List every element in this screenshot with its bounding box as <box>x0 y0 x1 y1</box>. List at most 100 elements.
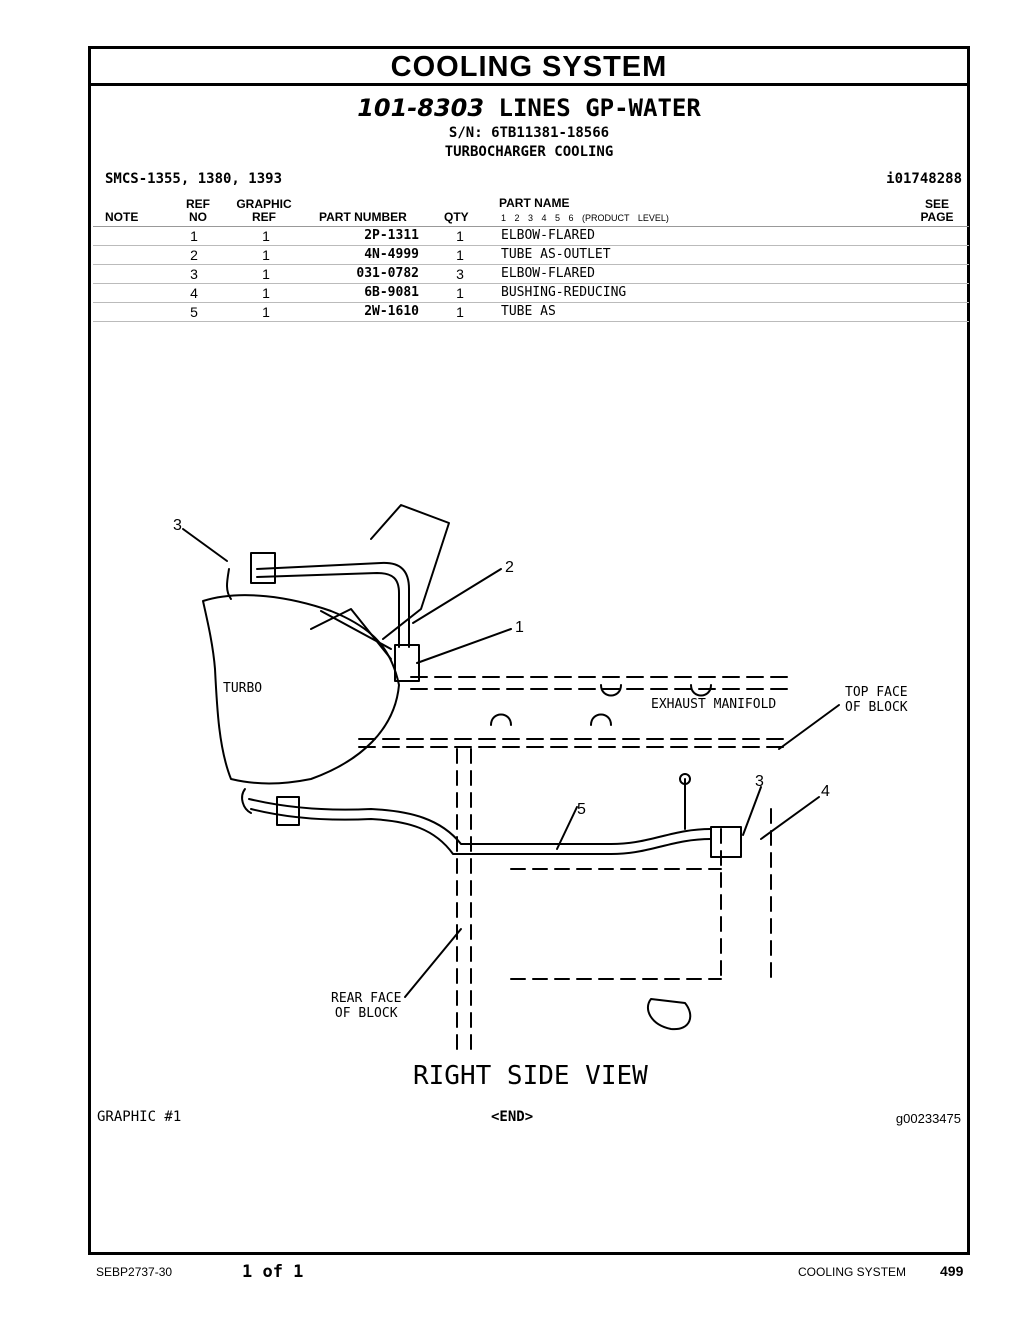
ref-no: 2 <box>190 247 198 263</box>
graphic-ref: 1 <box>262 304 270 320</box>
qty: 1 <box>456 304 464 320</box>
leader-4 <box>760 796 820 840</box>
table-row: 4 1 6B-9081 1 BUSHING-REDUCING <box>93 284 969 303</box>
manifold-bump <box>590 713 612 726</box>
col-product-levels: 1 2 3 4 5 6 (PRODUCT LEVEL) <box>501 213 669 223</box>
graphic-ref: 1 <box>262 285 270 301</box>
callout-3a: 3 <box>173 517 182 534</box>
smcs-codes: SMCS-1355, 1380, 1393 <box>105 171 283 187</box>
ref-no: 3 <box>190 266 198 282</box>
outlet-tube <box>256 561 410 648</box>
leader-2 <box>412 568 502 624</box>
col-graphic: GRAPHIC REF <box>231 198 297 224</box>
elbow-fitting <box>394 644 420 682</box>
label-top-face-line1: TOP FACE <box>845 685 908 700</box>
col-part-number: PART NUMBER <box>319 210 407 224</box>
ref-no: 5 <box>190 304 198 320</box>
col-part-name: PART NAME <box>499 196 570 210</box>
parts-table: 1 1 2P-1311 1 ELBOW-FLARED 2 1 4N-4999 1… <box>93 226 969 322</box>
parts-illustration <box>182 504 840 1050</box>
callout-1: 1 <box>515 619 524 636</box>
lower-tube <box>248 798 712 845</box>
callout-4: 4 <box>821 783 830 800</box>
part-number: 6B-9081 <box>364 285 419 300</box>
end-marker: <END> <box>491 1109 534 1125</box>
manifold-bump <box>690 684 712 697</box>
col-see-page: SEE PAGE <box>917 198 957 224</box>
page-number: 499 <box>940 1263 964 1279</box>
part-name: ELBOW-FLARED <box>501 266 595 281</box>
graphic-label: GRAPHIC #1 <box>97 1109 182 1125</box>
col-see-top: SEE <box>924 197 949 211</box>
page-count: 1 of 1 <box>242 1262 304 1282</box>
serial-number: S/N: 6TB11381-18566 <box>448 125 610 141</box>
lower-tube-inner <box>250 808 712 855</box>
part-number: 031-0782 <box>356 266 419 281</box>
table-row: 5 1 2W-1610 1 TUBE AS <box>93 303 969 322</box>
part-name: TUBE AS-OUTLET <box>501 247 611 262</box>
label-rear-face-line1: REAR FACE <box>331 991 402 1006</box>
graphic-id: g00233475 <box>895 1111 961 1126</box>
label-rear-face: REAR FACE OF BLOCK <box>331 991 401 1021</box>
block-boss <box>646 998 692 1031</box>
col-note: NOTE <box>105 210 139 224</box>
leader-rear-face <box>404 928 462 998</box>
ref-no: 1 <box>190 228 198 244</box>
doc-number: SEBP2737-30 <box>96 1265 173 1279</box>
subtitle: TURBOCHARGER COOLING <box>444 144 614 160</box>
qty: 1 <box>456 285 464 301</box>
manifold-lines <box>358 676 792 748</box>
label-rear-face-line2: OF BLOCK <box>334 1006 398 1021</box>
part-number: 4N-4999 <box>364 247 419 262</box>
col-ref-bottom: NO <box>189 210 207 224</box>
graphic-ref: 1 <box>262 247 270 263</box>
manifold-bump <box>600 684 622 697</box>
qty: 1 <box>456 247 464 263</box>
table-row: 1 1 2P-1311 1 ELBOW-FLARED <box>93 227 969 246</box>
outlet-tube-inner <box>256 572 400 648</box>
col-graphic-bottom: REF <box>252 210 276 224</box>
leader-3b <box>742 786 762 836</box>
leader-3a <box>182 528 228 562</box>
qty: 3 <box>456 266 464 282</box>
label-top-face: TOP FACE OF BLOCK <box>845 685 908 715</box>
part-name: BUSHING-REDUCING <box>501 285 627 300</box>
leader-5 <box>556 806 578 850</box>
leader-1 <box>416 628 512 664</box>
group-name: LINES GP-WATER <box>498 94 701 122</box>
sensor-head <box>679 773 691 785</box>
block-lines <box>456 748 772 1050</box>
label-turbo: TURBO <box>223 681 263 696</box>
col-ref: REF NO <box>185 198 211 224</box>
view-label: RIGHT SIDE VIEW <box>413 1061 648 1091</box>
top-elbow <box>226 568 232 600</box>
exhaust-outline <box>310 608 392 660</box>
footer-section: COOLING SYSTEM <box>798 1265 907 1279</box>
rear-fitting <box>710 826 742 858</box>
page-frame: COOLING SYSTEM 101-8303 LINES GP-WATER S… <box>88 46 970 1255</box>
part-name: ELBOW-FLARED <box>501 228 595 243</box>
lower-nut <box>276 796 300 826</box>
table-row: 3 1 031-0782 3 ELBOW-FLARED <box>93 265 969 284</box>
callout-5: 5 <box>577 801 586 818</box>
part-number: 2P-1311 <box>364 228 419 243</box>
lower-elbow <box>241 788 252 814</box>
section-title: COOLING SYSTEM <box>91 49 967 86</box>
qty: 1 <box>456 228 464 244</box>
manifold-bump <box>490 713 512 726</box>
group-number: 101-8303 <box>357 94 485 122</box>
group-heading: 101-8303 LINES GP-WATER <box>91 94 967 122</box>
table-row: 2 1 4N-4999 1 TUBE AS-OUTLET <box>93 246 969 265</box>
part-number: 2W-1610 <box>364 304 419 319</box>
part-name: TUBE AS <box>501 304 556 319</box>
top-nut <box>250 552 276 584</box>
col-ref-top: REF <box>186 197 210 211</box>
graphic-ref: 1 <box>262 266 270 282</box>
graphic-ref: 1 <box>262 228 270 244</box>
col-qty: QTY <box>444 210 469 224</box>
callout-3b: 3 <box>755 773 764 790</box>
document-id: i01748288 <box>886 171 962 187</box>
turbo-housing <box>202 594 400 785</box>
ref-no: 4 <box>190 285 198 301</box>
leader-top-face <box>778 704 840 750</box>
